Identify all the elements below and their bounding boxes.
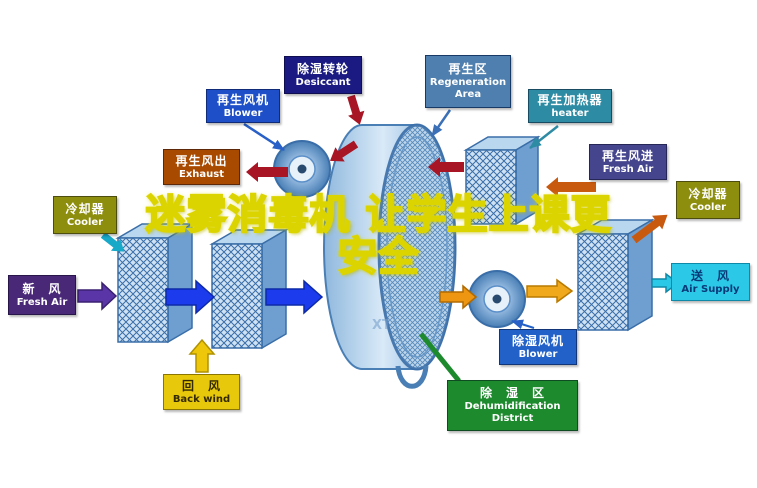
cooler-coil-left [115, 222, 195, 344]
fresh-air-en: Fresh Air [16, 296, 68, 308]
dehum-district-en: Dehumidification District [464, 401, 561, 424]
label-dehum-district: 除 湿 区 Dehumidification District [447, 380, 578, 431]
arrow-wheel-to-regen-fan [330, 140, 359, 162]
label-regeneration-area: 再生区 Regeneration Area [425, 55, 511, 108]
regen-heater-en: heater [551, 107, 589, 119]
leader-regen-blower [243, 122, 285, 152]
label-regen-fresh-air: 再生风进 Fresh Air [589, 144, 667, 180]
regen-blower-zh: 再生风机 [216, 92, 269, 107]
label-regen-blower: 再生风机 Blower [206, 89, 280, 123]
label-desiccant: 除湿转轮 Desiccant [284, 56, 362, 94]
regen-heater-coil [463, 135, 541, 226]
cooler-left-zh: 冷却器 [65, 201, 105, 216]
label-cooler-left: 冷却器 Cooler [53, 196, 117, 234]
cooler-right-en: Cooler [689, 201, 727, 213]
desiccant-zh: 除湿转轮 [296, 61, 349, 76]
regen-blower-en: Blower [223, 107, 263, 119]
arrow-fan-to-exhaust [246, 162, 288, 182]
arrow-fresh-air-in [77, 281, 118, 311]
label-dehum-blower: 除湿风机 Blower [499, 329, 577, 365]
air-supply-en: Air Supply [681, 283, 740, 295]
arrow-wheel-to-fan [439, 284, 478, 310]
arrow-cooler-right-leader [631, 214, 668, 244]
label-regen-heater: 再生加热器 heater [528, 89, 612, 123]
regen-fresh-en: Fresh Air [602, 163, 654, 175]
wheel-support-bracket [395, 365, 429, 389]
air-supply-zh: 送 风 [690, 268, 730, 283]
regen-area-zh: 再生区 [448, 62, 488, 76]
regen-fresh-zh: 再生风进 [601, 148, 654, 163]
leader-regen-heater [529, 125, 559, 149]
label-cooler-right: 冷却器 Cooler [676, 181, 740, 219]
arrow-process-2 [265, 279, 324, 315]
regen-blower-fan [273, 140, 331, 198]
leader-dehum-blower [511, 319, 535, 330]
leader-regen-area [430, 109, 452, 137]
arrow-process-1 [165, 279, 216, 315]
label-air-supply: 送 风 Air Supply [671, 263, 750, 301]
exhaust-zh: 再生风出 [175, 153, 228, 168]
label-back-wind: 回 风 Back wind [163, 374, 240, 410]
desiccant-en: Desiccant [295, 76, 351, 88]
label-regen-exhaust: 再生风出 Exhaust [163, 149, 240, 185]
dehum-blower-fan [468, 270, 526, 328]
cooler-right-zh: 冷却器 [688, 186, 728, 201]
regen-area-en: Regeneration Area [429, 77, 507, 100]
cooler-left-en: Cooler [66, 216, 104, 228]
arrow-regen-fresh-to-heater [546, 177, 596, 197]
arrow-fan-to-cooler [526, 278, 574, 304]
fresh-air-zh: 新 风 [22, 281, 62, 296]
rotary-wheel [323, 123, 457, 371]
arrow-heater-to-wheel [428, 157, 464, 177]
dehum-district-zh: 除 湿 区 [479, 386, 545, 400]
regen-heater-zh: 再生加热器 [537, 92, 603, 107]
dehum-blower-en: Blower [518, 348, 558, 360]
label-fresh-air: 新 风 Fresh Air [8, 275, 76, 315]
arrow-back-wind-up [188, 338, 216, 373]
arrow-desiccant-leader [347, 94, 365, 125]
back-wind-zh: 回 风 [181, 378, 221, 393]
back-wind-en: Back wind [172, 393, 231, 405]
dehum-blower-zh: 除湿风机 [511, 333, 564, 348]
cooler-coil-right [575, 218, 655, 332]
exhaust-en: Exhaust [179, 168, 224, 180]
leader-dehum-district [419, 332, 461, 383]
arrow-cooler-left-leader [100, 232, 125, 252]
